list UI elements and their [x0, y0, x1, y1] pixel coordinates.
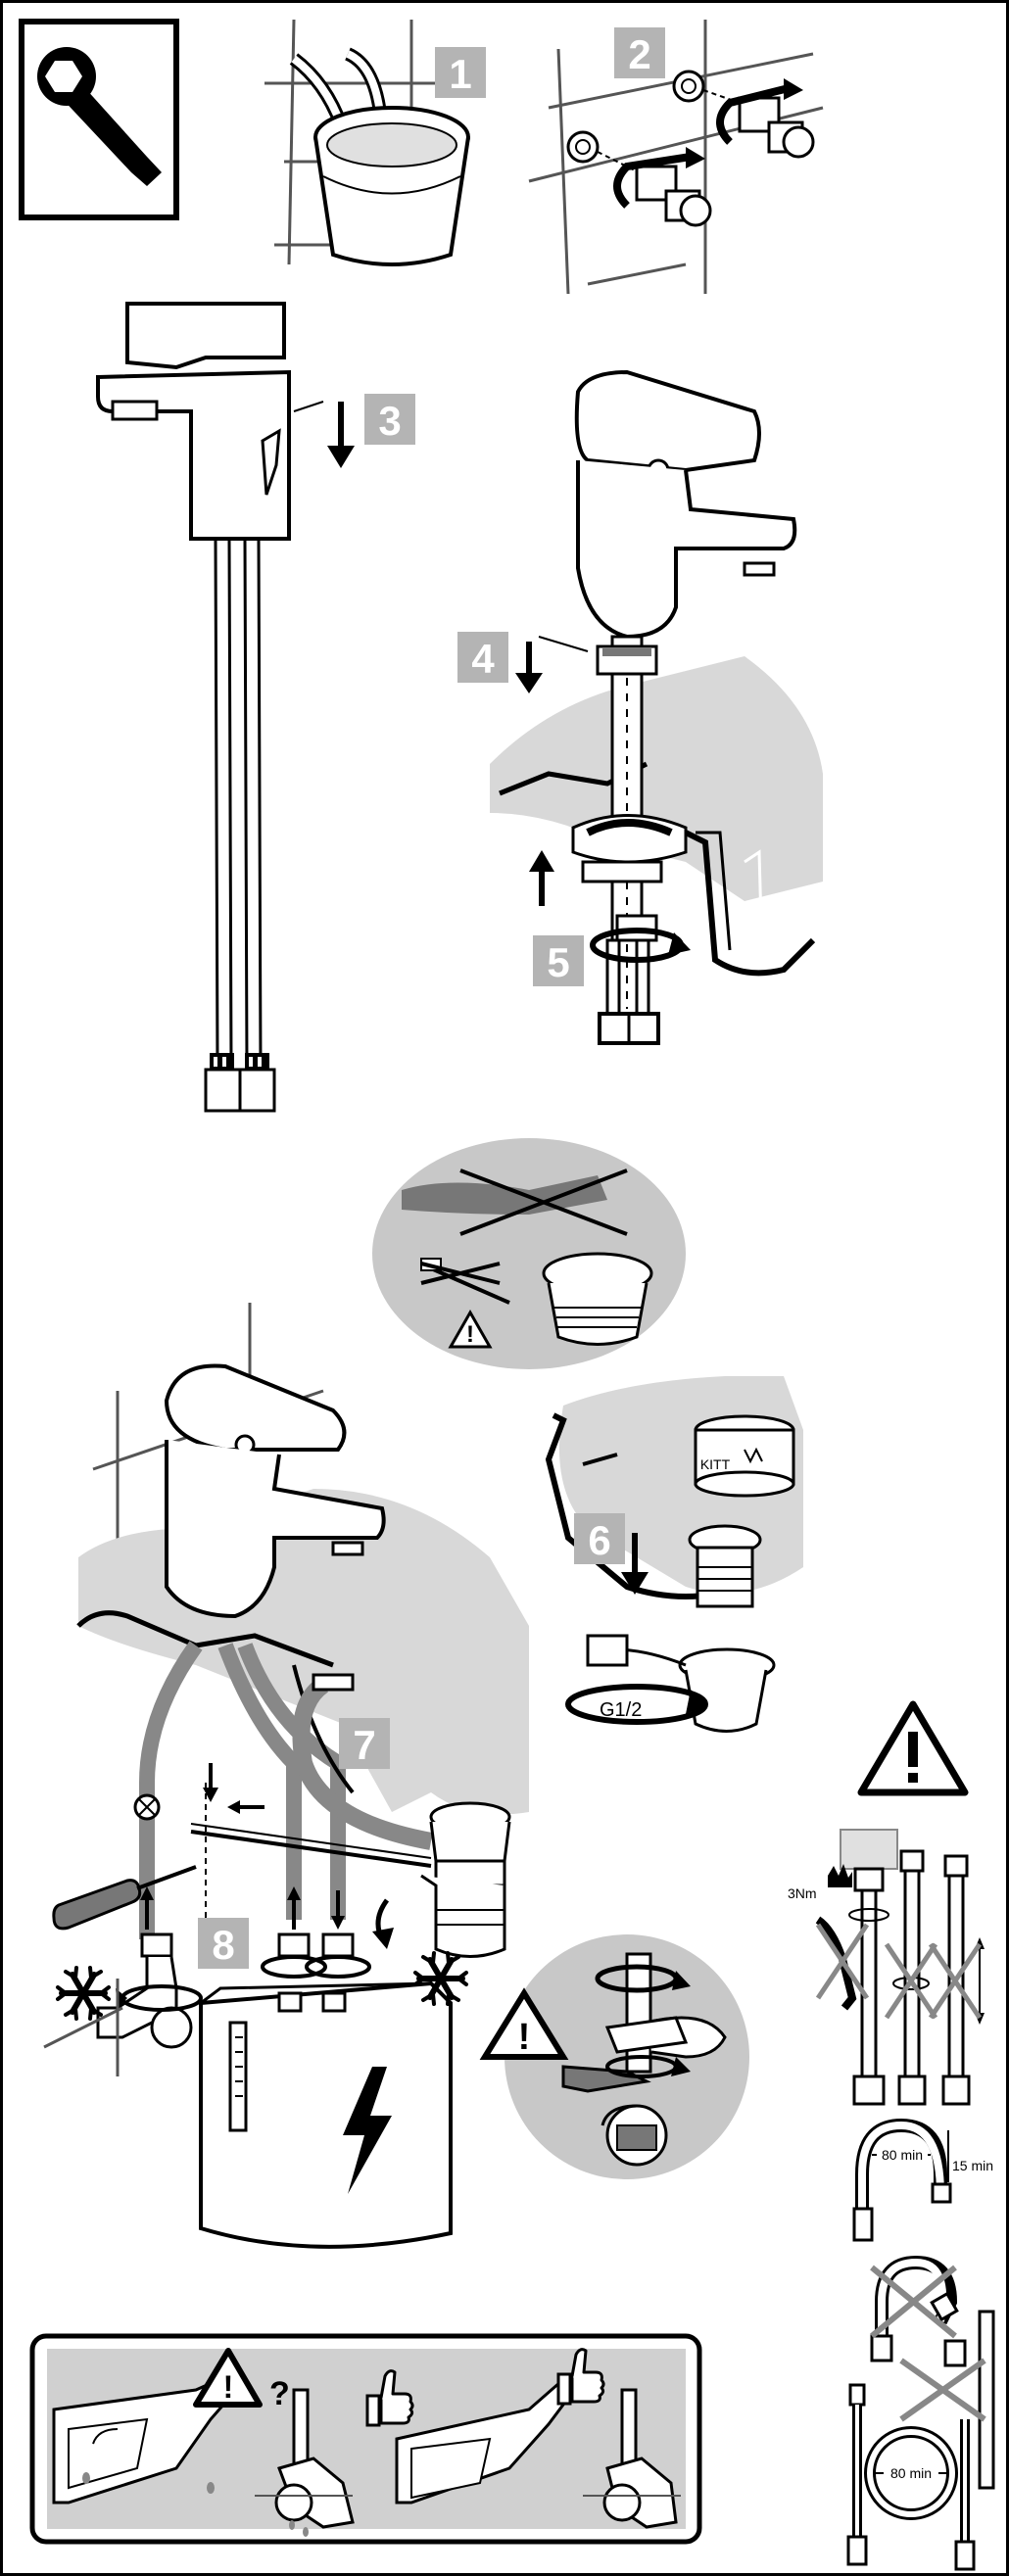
step-5-number: 5 [547, 939, 569, 985]
step-3-attach-hoses: 3 [96, 302, 415, 1113]
step-7-number: 7 [353, 1722, 375, 1768]
step-3-number: 3 [378, 398, 401, 444]
kitt-label: KITT [700, 1456, 731, 1472]
torque-label: 3Nm [788, 1885, 817, 1901]
warning-no-pliers: ! [372, 1138, 686, 1369]
bend-radius-label-1: 80 min [882, 2147, 923, 2163]
svg-text:!: ! [223, 2369, 234, 2405]
distance-label: 15 min [952, 2158, 993, 2173]
thread-label: G1/2 [600, 1699, 642, 1721]
step-4-5-mount-faucet: 4 5 [457, 369, 823, 1045]
leak-check-panel: ! ? [29, 2333, 702, 2545]
svg-text:!: ! [466, 1321, 474, 1348]
warning-counter-hold: ! [479, 1934, 749, 2179]
hose-instructions: 3Nm 80 min 15 min [788, 1700, 995, 2571]
step-1-flush-pipes: 1 [264, 19, 486, 266]
step-1-number: 1 [449, 51, 471, 97]
step-4-number: 4 [471, 636, 495, 682]
lightning-icon [343, 2067, 392, 2194]
bend-radius-label-2: 80 min [890, 2465, 932, 2481]
step-7-8-connect: 7 8 [43, 1303, 529, 2249]
wrench-icon [19, 19, 179, 220]
step-6-install-drain: KITT G1/2 6 [545, 1376, 803, 1733]
step-2-mount-valves: 2 [528, 20, 824, 295]
step-2-number: 2 [628, 31, 650, 77]
question-mark: ? [269, 2375, 290, 2412]
step-8-number: 8 [212, 1922, 234, 1968]
step-6-number: 6 [588, 1517, 610, 1563]
svg-text:!: ! [518, 2017, 531, 2058]
